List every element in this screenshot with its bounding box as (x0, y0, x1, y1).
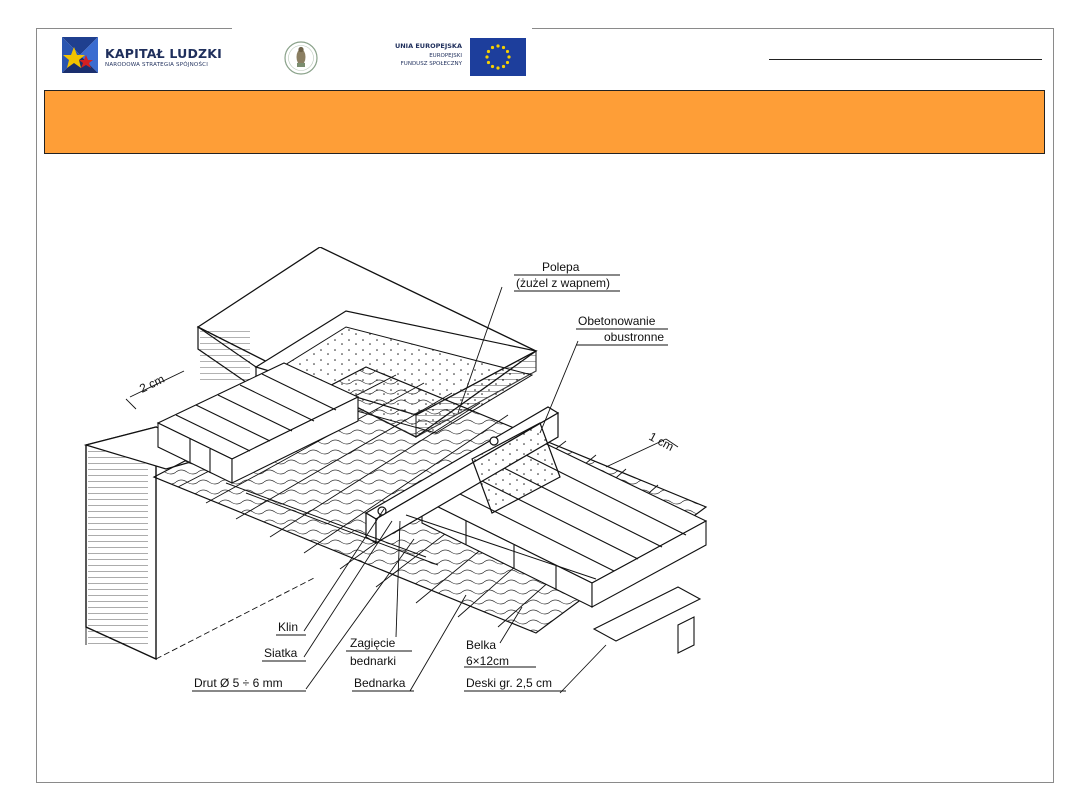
eu-star-icon (486, 60, 491, 65)
kapital-ludzki-logo-icon (62, 37, 98, 73)
label-belka: Belka (466, 638, 496, 652)
leader-zagiecie (395, 520, 401, 638)
label-zagiecie-sub: bednarki (350, 654, 396, 668)
floor-construction-diagram: Polepa (żużel z wapnem) Obetonowanie obu… (83, 247, 708, 694)
header-rule (769, 59, 1042, 60)
wires (225, 482, 597, 580)
label-deski: Deski gr. 2,5 cm (466, 676, 552, 690)
kapital-ludzki-subtitle: NARODOWA STRATEGIA SPÓJNOŚCI (105, 62, 209, 68)
eu-star-icon (490, 45, 495, 50)
dimension-1cm (605, 438, 679, 468)
brick-course-left (156, 362, 360, 484)
eu-star-icon (505, 60, 510, 65)
label-siatka: Siatka (264, 646, 298, 660)
leader-deski (559, 644, 607, 694)
leader-belka (499, 606, 523, 644)
eu-flag-icon (470, 38, 526, 76)
leader-bednarka (409, 594, 467, 692)
eu-star-icon (507, 55, 511, 59)
label-zagiecie: Zagięcie (350, 636, 396, 650)
eu-star-icon (501, 64, 506, 69)
leader-siatka (303, 520, 393, 658)
university-seal-icon (284, 41, 318, 75)
dimension-2cm (125, 370, 185, 410)
leader-polepa (457, 286, 503, 414)
eu-star-icon (485, 55, 489, 59)
label-belka-sub: 6×12cm (466, 654, 509, 668)
label-bednarka: Bednarka (354, 676, 406, 690)
label-drut: Drut Ø 5 ÷ 6 mm (194, 676, 283, 690)
label-obetonowanie-sub: obustronne (604, 330, 664, 344)
leader-drut (305, 538, 415, 690)
label-1cm: 1 cm (647, 429, 677, 454)
ue-line2: EUROPEJSKI (429, 53, 462, 59)
label-klin: Klin (278, 620, 298, 634)
slide-frame (36, 28, 1054, 783)
leader-obetonowanie (539, 340, 579, 434)
eu-star-icon (486, 49, 491, 54)
eu-star-icon (490, 64, 495, 69)
frame-gap (232, 26, 532, 30)
eu-star-icon (496, 66, 500, 70)
header: KAPITAŁ LUDZKI NARODOWA STRATEGIA SPÓJNO… (0, 0, 1080, 90)
eu-star-icon (501, 45, 506, 50)
belka-end (592, 586, 702, 654)
eu-star-icon (505, 49, 510, 54)
title-banner (44, 90, 1045, 154)
eu-star-icon (496, 44, 500, 48)
ue-line3: FUNDUSZ SPOŁECZNY (400, 61, 462, 67)
steel-beam (364, 406, 561, 545)
label-obetonowanie: Obetonowanie (578, 314, 656, 328)
leader-klin (303, 508, 385, 632)
label-2cm: 2 cm (137, 372, 167, 396)
ue-title: UNIA EUROPEJSKA (394, 42, 462, 50)
label-polepa-sub: (żużel z wapnem) (516, 276, 610, 290)
kapital-ludzki-title: KAPITAŁ LUDZKI (105, 46, 223, 61)
label-polepa: Polepa (542, 260, 580, 274)
